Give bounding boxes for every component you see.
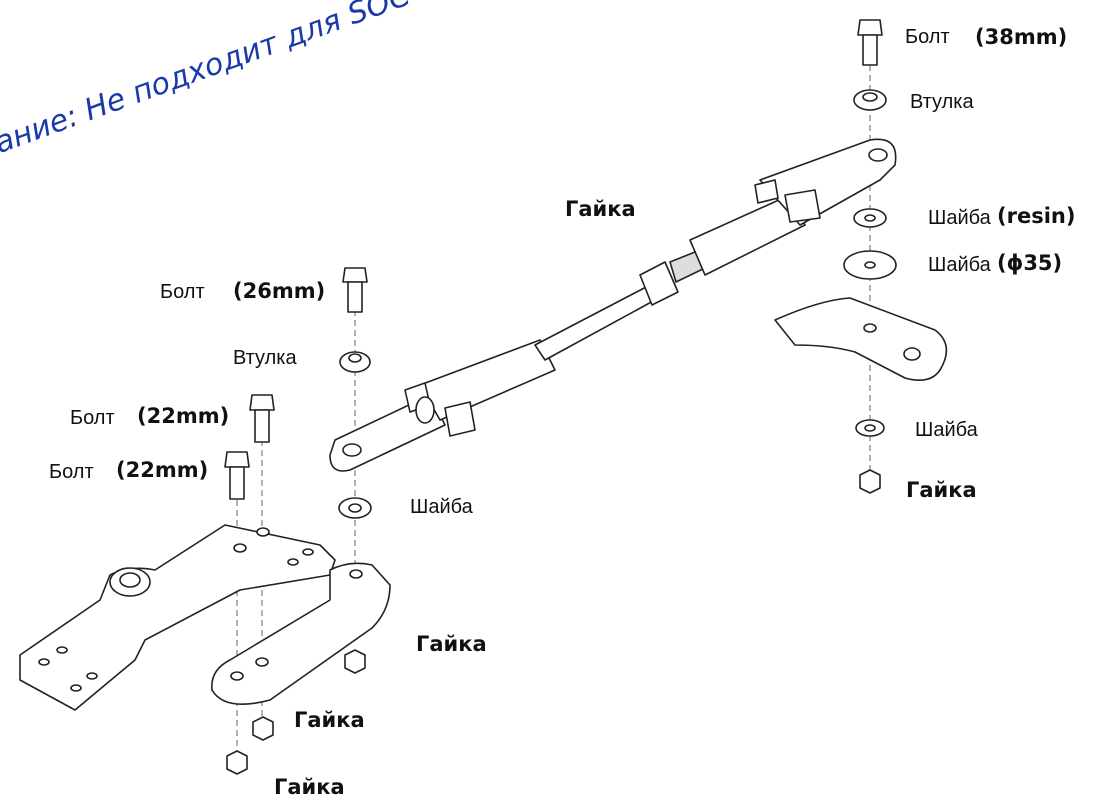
label-nut-center: Гайка — [565, 197, 636, 221]
label-nut-right: Гайка — [906, 478, 977, 502]
nut-mid-part — [344, 649, 366, 674]
sleeve-mid-part — [339, 351, 371, 373]
lower-arm — [211, 562, 391, 706]
label-bolt-26-name: Болт — [160, 281, 205, 303]
washer-35-part — [843, 250, 897, 280]
label-washer-35-spec: (ϕ35) — [997, 251, 1063, 275]
label-washer-resin-name: Шайба — [928, 207, 991, 229]
label-sleeve-top: Втулка — [910, 91, 974, 113]
label-bolt-38-name: Болт — [905, 26, 950, 48]
label-washer-35-name: Шайба — [928, 254, 991, 276]
label-washer-right: Шайба — [915, 419, 978, 441]
nut-right-part — [859, 469, 881, 494]
bolt-22mm-upper — [249, 394, 275, 443]
label-nut-mid: Гайка — [416, 632, 487, 656]
bolt-38mm — [857, 19, 883, 66]
label-bolt-22a-name: Болт — [70, 407, 115, 429]
washer-right-part — [855, 419, 885, 437]
label-nut-bottom2: Гайка — [274, 775, 345, 799]
washer-mid-part — [338, 497, 372, 519]
label-bolt-38-size: (38mm) — [975, 25, 1068, 49]
label-sleeve-mid: Втулка — [233, 347, 297, 369]
tie-rod-assembly — [329, 138, 897, 472]
bolt-22mm-lower — [224, 451, 250, 500]
right-bracket — [774, 297, 948, 381]
label-bolt-22b-name: Болт — [49, 461, 94, 483]
bolt-26mm — [342, 267, 368, 313]
nut-bottom1-part — [252, 716, 274, 741]
label-washer-resin-spec: (resin) — [997, 204, 1076, 228]
label-nut-bottom1: Гайка — [294, 708, 365, 732]
label-bolt-22a-size: (22mm) — [137, 404, 230, 428]
label-washer-mid: Шайба — [410, 496, 473, 518]
sleeve-top-part — [853, 89, 887, 111]
nut-bottom2-part — [226, 750, 248, 775]
label-bolt-26-size: (26mm) — [233, 279, 326, 303]
label-bolt-22b-size: (22mm) — [116, 458, 209, 482]
washer-resin-part — [853, 208, 887, 228]
left-bracket — [19, 524, 336, 711]
